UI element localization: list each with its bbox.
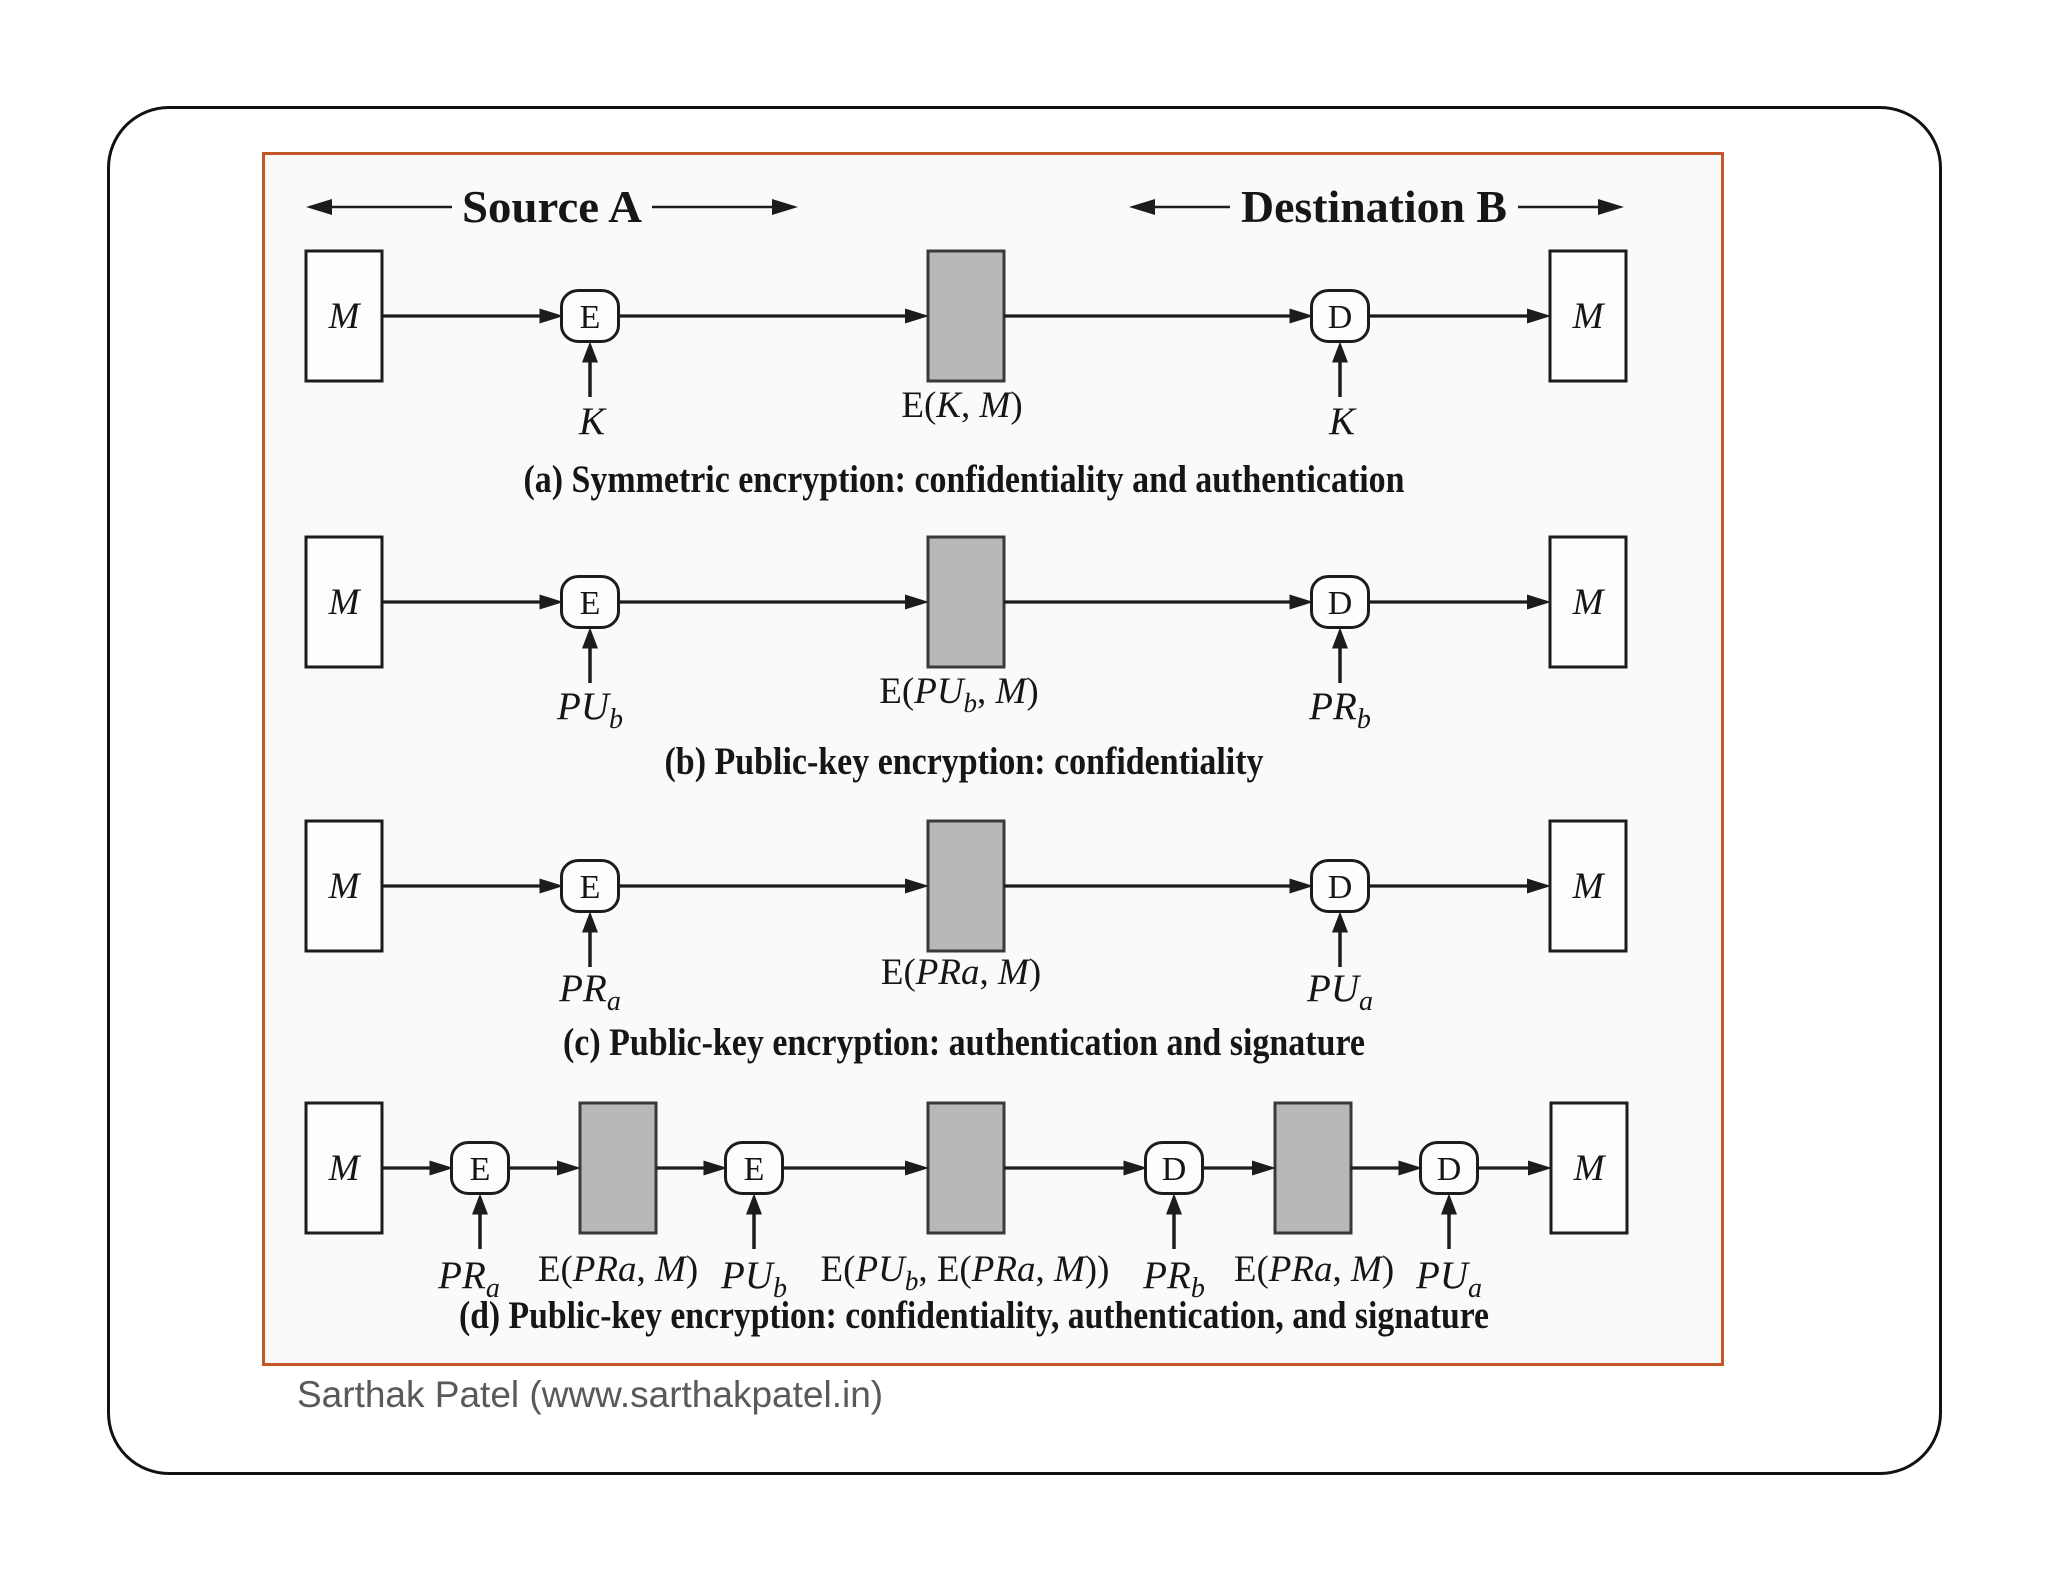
svg-text:PRa: PRa [558, 967, 621, 1017]
svg-text:D: D [1328, 299, 1353, 336]
svg-text:PRb: PRb [1308, 685, 1371, 735]
svg-text:Destination B: Destination B [1241, 181, 1507, 232]
svg-text:D: D [1328, 869, 1353, 906]
svg-text:E(PRa, M): E(PRa, M) [1234, 1249, 1394, 1290]
svg-text:M: M [328, 296, 362, 337]
svg-text:E: E [470, 1151, 491, 1188]
svg-text:Source A: Source A [462, 181, 642, 232]
svg-text:PUa: PUa [1415, 1254, 1482, 1304]
svg-text:E(PRa, M): E(PRa, M) [538, 1249, 698, 1290]
svg-text:M: M [1572, 866, 1606, 907]
svg-text:E: E [744, 1151, 765, 1188]
svg-text:E(PRa, M): E(PRa, M) [881, 952, 1041, 993]
svg-text:M: M [1573, 1148, 1607, 1189]
svg-text:M: M [328, 866, 362, 907]
svg-text:PRb: PRb [1142, 1254, 1205, 1304]
svg-text:(c) Public-key encryption: aut: (c) Public-key encryption: authenticatio… [563, 1021, 1365, 1064]
svg-text:M: M [1572, 582, 1606, 623]
svg-text:E(PUb, M): E(PUb, M) [879, 671, 1038, 718]
svg-text:E: E [580, 299, 601, 336]
svg-text:(a) Symmetric encryption: conf: (a) Symmetric encryption: confidentialit… [524, 458, 1405, 501]
svg-text:M: M [328, 1148, 362, 1189]
svg-text:D: D [1328, 585, 1353, 622]
svg-text:D: D [1162, 1151, 1187, 1188]
svg-text:E: E [580, 585, 601, 622]
svg-text:D: D [1437, 1151, 1462, 1188]
svg-text:K: K [1328, 400, 1357, 443]
svg-text:(b) Public-key encryption: con: (b) Public-key encryption: confidentiali… [665, 740, 1264, 783]
svg-text:M: M [328, 582, 362, 623]
svg-text:E(K, M): E(K, M) [901, 385, 1022, 426]
svg-text:E(PUb, E(PRa, M)): E(PUb, E(PRa, M)) [821, 1249, 1110, 1296]
svg-text:PRa: PRa [437, 1254, 500, 1304]
svg-text:(d) Public-key encryption: con: (d) Public-key encryption: confidentiali… [459, 1294, 1489, 1337]
svg-text:E: E [580, 869, 601, 906]
svg-text:PUb: PUb [720, 1254, 787, 1304]
svg-text:PUb: PUb [556, 685, 623, 735]
svg-text:PUa: PUa [1306, 967, 1373, 1017]
svg-text:M: M [1572, 296, 1606, 337]
svg-text:K: K [578, 400, 607, 443]
